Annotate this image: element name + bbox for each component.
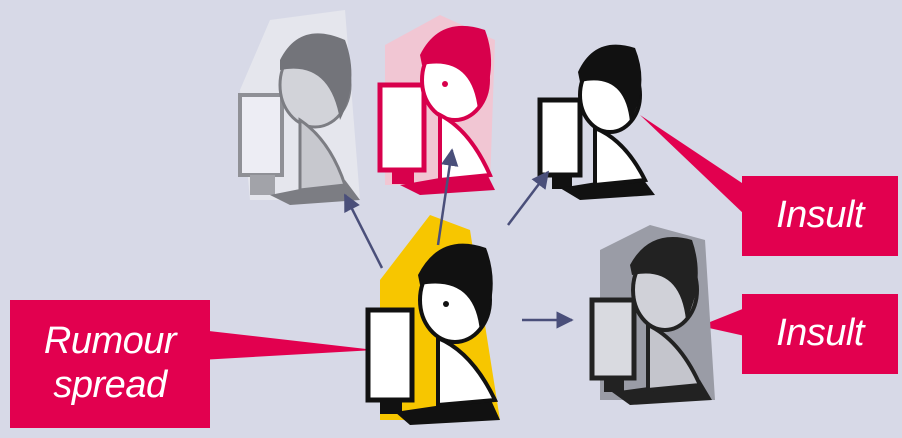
person-faded-gray [240, 10, 360, 205]
rumour-label-line1: Rumour [44, 320, 176, 364]
rumour-spread-callout: Rumour spread [10, 300, 210, 428]
person-pink [380, 15, 495, 195]
insult-top-pointer [640, 115, 745, 215]
insult-callout-bottom: Insult [742, 294, 898, 374]
person-bw [540, 45, 655, 200]
insult-label-bottom: Insult [776, 312, 864, 356]
person-gray [592, 225, 715, 405]
arrow-to-bw [508, 172, 548, 225]
arrow-to-faded [345, 195, 382, 268]
rumour-label-line2: spread [53, 364, 166, 408]
rumour-pointer [200, 330, 375, 360]
insult-callout-top: Insult [742, 176, 898, 256]
person-yellow [368, 215, 500, 425]
insult-label-top: Insult [776, 194, 864, 238]
